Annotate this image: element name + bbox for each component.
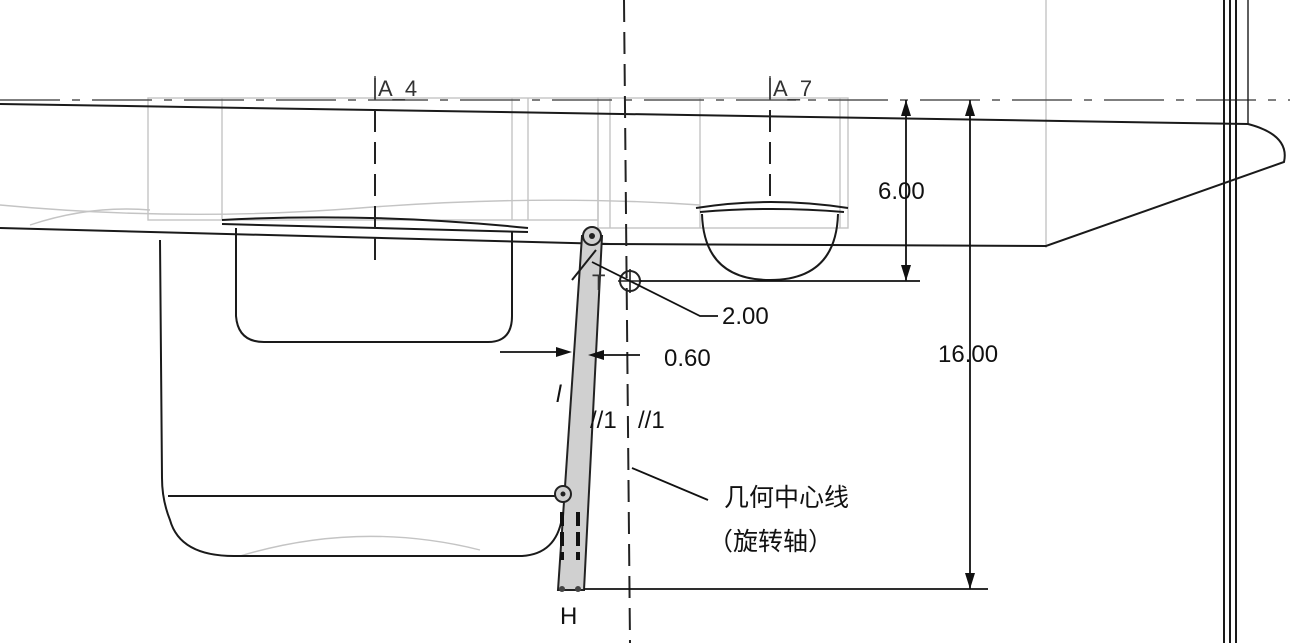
- constraint-t: T: [592, 270, 605, 295]
- constraint-parallel-2: //1: [638, 407, 665, 434]
- geometric-centerline-rotation-axis: [623, 0, 631, 643]
- datum-a4-label: A_4: [378, 76, 417, 101]
- background-model-geometry: [0, 0, 1047, 557]
- annotation-line2: （旋转轴）: [708, 527, 833, 556]
- dim-2-text[interactable]: 2.00: [722, 303, 769, 330]
- right-bowl: [695, 201, 849, 282]
- lower-enclosure: [159, 239, 563, 557]
- dimension-2-leader: [591, 261, 718, 317]
- dim-6-text[interactable]: 6.00: [878, 178, 925, 205]
- dim-16-text[interactable]: 16.00: [938, 341, 998, 368]
- dim-0-6-text[interactable]: 0.60: [664, 345, 711, 372]
- left-pocket: [221, 216, 529, 343]
- datum-a7-label: A_7: [773, 76, 812, 101]
- dimension-16: [584, 100, 988, 590]
- constraint-l: l: [556, 381, 562, 408]
- annotation-line1: 几何中心线: [724, 483, 849, 512]
- annotation-leader: [631, 467, 709, 501]
- point-h-label: H: [560, 603, 577, 630]
- vertex-top-inner: [589, 233, 595, 239]
- sketch-profile: [554, 226, 604, 592]
- constraint-parallel-1: //1: [590, 407, 617, 434]
- dimension-6: [640, 100, 920, 282]
- datum-label-right: A_7: [769, 76, 812, 101]
- dimension-0-6: [500, 347, 640, 360]
- datum-label-left: A_4: [374, 76, 417, 101]
